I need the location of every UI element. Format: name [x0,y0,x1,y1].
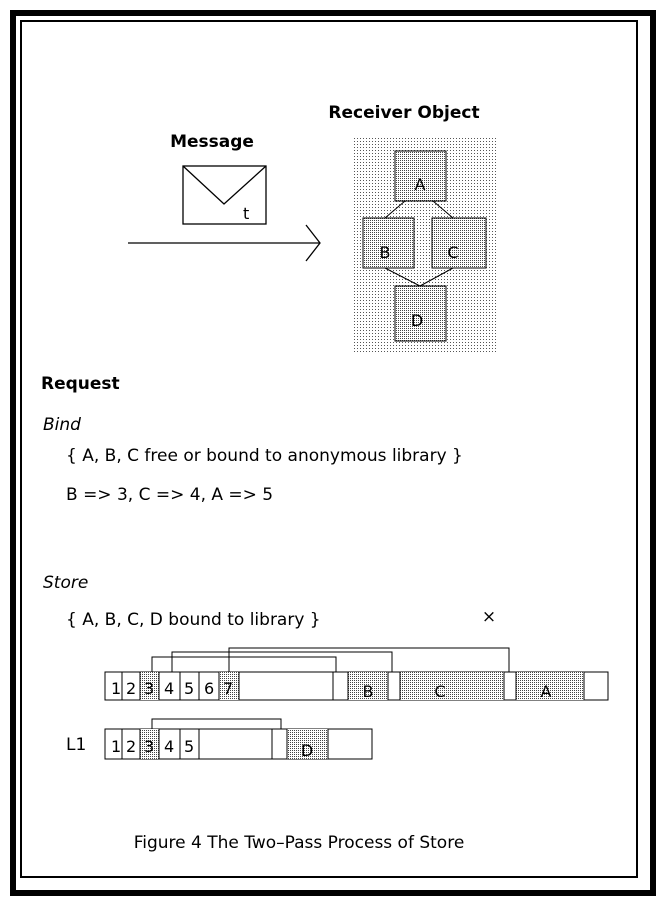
l1-pointer-link [151,718,282,729]
library-object-c: C [434,682,445,701]
library-cell-5: 5 [184,679,194,698]
message-arrow [128,224,321,262]
inner-frame [20,20,638,878]
l1-cell-4: 4 [164,737,174,756]
figure-caption: Figure 4 The Two–Pass Process of Store [134,833,465,853]
l1-object-d: D [301,741,313,760]
envelope-icon [182,165,267,225]
outer-frame [10,10,656,896]
node-b-label: B [380,243,391,262]
l1-row: 1 2 3 4 5 D [104,718,373,760]
l1-cell-1: 1 [111,737,121,756]
library-slot-7-shade [219,672,239,700]
l1-label: L1 [66,735,86,755]
library-row: 1 2 3 4 5 6 7 B C A [104,647,609,701]
l1-object-d-shade [287,729,328,759]
store-label: Store [43,573,88,593]
library-cell-4: 4 [164,679,174,698]
node-b: B [362,217,415,269]
library-object-b-shade [348,672,388,700]
library-cell-1: 1 [111,679,121,698]
library-cell-3: 3 [144,679,154,698]
library-cell-2: 2 [126,679,136,698]
message-label: Message [170,132,254,152]
store-line-1: { A, B, C, D bound to library } [66,610,321,630]
library-object-a: A [541,682,552,701]
library-object-a-shade [516,672,584,700]
request-heading: Request [41,374,120,394]
node-d: D [394,285,447,342]
cross-mark: × [482,607,496,627]
node-a: A [394,150,447,202]
l1-slot-3-shade [140,729,159,759]
library-cell-7: 7 [223,679,233,698]
library-cell-6: 6 [204,679,214,698]
library-slot-3-shade [140,672,159,700]
l1-cell-2: 2 [126,737,136,756]
node-d-label: D [411,311,423,330]
node-c: C [431,217,487,269]
l1-cell-5: 5 [184,737,194,756]
inheritance-edges [384,200,454,287]
receiver-object-label: Receiver Object [328,103,479,123]
library-object-b: B [363,682,374,701]
bind-line-2: B => 3, C => 4, A => 5 [66,485,273,505]
l1-cell-3: 3 [144,737,154,756]
node-a-label: A [415,175,426,194]
bind-label: Bind [43,415,81,435]
library-object-c-shade [400,672,504,700]
envelope-mark: t [243,204,249,223]
library-pointer-links [151,647,510,672]
bind-line-1: { A, B, C free or bound to anonymous lib… [66,446,463,466]
node-c-label: C [447,243,458,262]
